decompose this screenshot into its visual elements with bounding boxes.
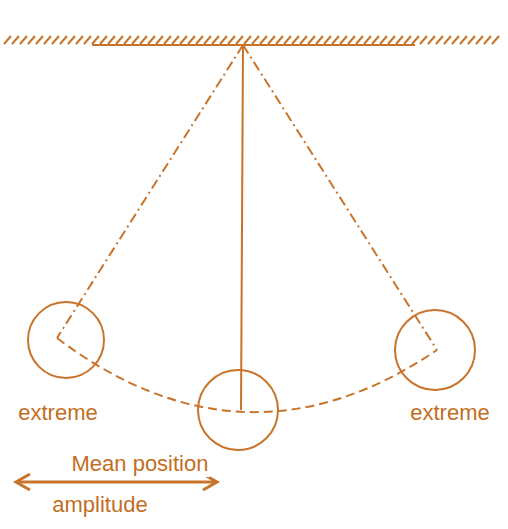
- hatch-line: [268, 36, 275, 44]
- hatch-line: [228, 36, 235, 44]
- hatch-line: [244, 36, 251, 44]
- hatch-line: [292, 36, 299, 44]
- amplitude-arrow: [18, 481, 215, 484]
- hatch-line: [252, 36, 259, 44]
- hatch-line: [380, 36, 387, 44]
- hatch-line: [284, 36, 291, 44]
- hatch-line: [300, 36, 307, 44]
- hatch-line: [332, 36, 339, 44]
- hatch-line: [172, 36, 179, 44]
- bob-circle: [198, 370, 278, 450]
- hatch-line: [52, 36, 59, 44]
- hatch-line: [44, 36, 51, 44]
- amplitude-label: amplitude: [50, 492, 149, 518]
- hatch-line: [276, 36, 283, 44]
- hatch-line: [388, 36, 395, 44]
- hatch-line: [100, 36, 107, 44]
- hatch-line: [340, 36, 347, 44]
- hatch-line: [412, 36, 419, 44]
- hatch-line: [308, 36, 315, 44]
- hatch-line: [372, 36, 379, 44]
- hatch-line: [260, 36, 267, 44]
- extreme-string: [243, 45, 437, 350]
- hatch-line: [116, 36, 123, 44]
- hatch-line: [476, 36, 483, 44]
- hatch-line: [364, 36, 371, 44]
- hatch-line: [436, 36, 443, 44]
- hatch-line: [68, 36, 75, 44]
- mean-position-label: Mean position: [70, 451, 211, 477]
- pendulum-string: [241, 45, 243, 410]
- bob-circle: [28, 302, 104, 378]
- hatch-line: [460, 36, 467, 44]
- hatch-line: [148, 36, 155, 44]
- hatch-line: [164, 36, 171, 44]
- ceiling-line: [92, 44, 415, 46]
- hatch-line: [356, 36, 363, 44]
- hatch-line: [324, 36, 331, 44]
- hatch-line: [220, 36, 227, 44]
- swing-arc: [57, 338, 437, 412]
- hatch-line: [60, 36, 67, 44]
- hatch-line: [4, 36, 11, 44]
- hatch-line: [492, 36, 499, 44]
- hatch-line: [428, 36, 435, 44]
- hatch-line: [236, 36, 243, 44]
- ceiling-hatching: [4, 36, 499, 44]
- hatch-line: [140, 36, 147, 44]
- hatch-line: [212, 36, 219, 44]
- bob-circle: [395, 310, 475, 390]
- hatch-line: [452, 36, 459, 44]
- hatch-line: [348, 36, 355, 44]
- hatch-line: [188, 36, 195, 44]
- hatch-line: [204, 36, 211, 44]
- hatch-line: [20, 36, 27, 44]
- hatch-line: [132, 36, 139, 44]
- extreme-label: extreme: [408, 400, 491, 426]
- hatch-line: [36, 36, 43, 44]
- hatch-line: [444, 36, 451, 44]
- hatch-line: [484, 36, 491, 44]
- hatch-line: [28, 36, 35, 44]
- hatch-line: [156, 36, 163, 44]
- hatch-line: [196, 36, 203, 44]
- hatch-line: [12, 36, 19, 44]
- hatch-line: [316, 36, 323, 44]
- arrow-head: [16, 474, 30, 490]
- hatch-line: [92, 36, 99, 44]
- hatch-line: [420, 36, 427, 44]
- hatch-line: [468, 36, 475, 44]
- hatch-line: [108, 36, 115, 44]
- hatch-line: [396, 36, 403, 44]
- hatch-line: [180, 36, 187, 44]
- extreme-string: [57, 45, 243, 338]
- hatch-line: [84, 36, 91, 44]
- extreme-label: extreme: [16, 400, 99, 426]
- hatch-line: [404, 36, 411, 44]
- hatch-line: [124, 36, 131, 44]
- hatch-line: [76, 36, 83, 44]
